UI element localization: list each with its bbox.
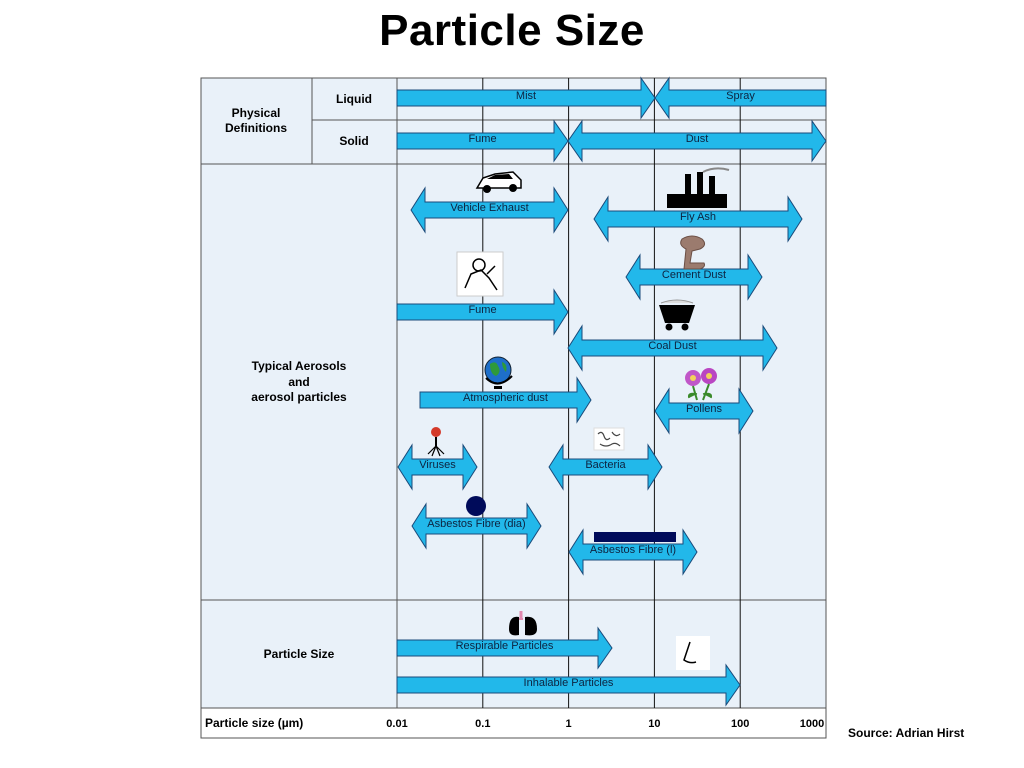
aerosol-arrow-viruses-label: Viruses xyxy=(419,459,456,471)
aerosol-arrow-pollens-shape xyxy=(654,387,754,435)
particle-class-arrow-respirable-particles-shape xyxy=(396,626,613,670)
axis-panel xyxy=(200,707,827,739)
axis-tick-label: 1000 xyxy=(800,718,824,730)
definition-arrow-fume-shape xyxy=(396,119,569,163)
solid-label: Solid xyxy=(339,134,368,148)
aerosol-arrow-vehicle-exhaust: Vehicle Exhaust xyxy=(410,186,569,234)
aerosol-arrow-asbestos-fibre-l-label: Asbestos Fibre (l) xyxy=(590,544,676,556)
virus-icon xyxy=(427,427,445,457)
aerosol-arrow-fume-label: Fume xyxy=(468,304,496,316)
aerosol-arrow-fume: Fume xyxy=(396,288,569,336)
page-title: Particle Size xyxy=(379,6,645,55)
definition-arrow-mist: Mist xyxy=(396,76,656,120)
axis-tick-label: 100 xyxy=(731,718,749,730)
coal-cart-icon xyxy=(659,299,695,331)
aerosol-arrow-vehicle-exhaust-label: Vehicle Exhaust xyxy=(450,202,528,214)
axis-tick-label: 0.01 xyxy=(386,718,407,730)
definition-arrow-dust-label: Dust xyxy=(686,133,709,145)
particle-class-arrow-inhalable-particles-label: Inhalable Particles xyxy=(524,677,614,689)
aerosol-arrow-coal-dust-label: Coal Dust xyxy=(648,340,696,352)
aerosol-arrow-atmospheric-dust-shape xyxy=(419,376,592,424)
aerosol-arrow-coal-dust-shape xyxy=(567,324,778,372)
aerosol-arrow-atmospheric-dust-label: Atmospheric dust xyxy=(463,392,548,404)
factory-icon xyxy=(667,167,730,208)
aerosol-arrow-viruses: Viruses xyxy=(397,443,478,491)
aerosol-arrow-fume-shape xyxy=(396,288,569,336)
particle-class-arrow-respirable-particles-label: Respirable Particles xyxy=(456,640,554,652)
axis-tick-label: 0.1 xyxy=(475,718,490,730)
definition-arrow-mist-shape xyxy=(396,76,656,120)
definition-arrow-spray-shape xyxy=(654,76,827,120)
axis-tick-label: 1 xyxy=(566,718,572,730)
fibre-bar-icon xyxy=(594,532,676,542)
aerosol-arrow-vehicle-exhaust-shape xyxy=(410,186,569,234)
aerosol-arrow-pollens: Pollens xyxy=(654,387,754,435)
fibre-dot-icon xyxy=(466,496,486,516)
aerosol-arrow-pollens-label: Pollens xyxy=(686,403,723,415)
definition-arrow-spray-label: Spray xyxy=(726,90,755,102)
aerosol-arrow-asbestos-fibre-l-shape xyxy=(568,528,698,576)
particle-class-arrow-inhalable-particles-shape xyxy=(396,663,741,707)
globe-icon xyxy=(484,356,513,389)
aerosol-arrow-bacteria: Bacteria xyxy=(548,443,663,491)
nose-icon xyxy=(676,636,710,670)
aerosol-arrow-fly-ash: Fly Ash xyxy=(593,195,803,243)
aerosol-arrow-cement-dust-shape xyxy=(625,253,763,301)
definition-arrow-dust: Dust xyxy=(567,119,827,163)
particle-size-section-label: Particle Size xyxy=(264,647,335,661)
definition-arrow-spray: Spray xyxy=(654,76,827,120)
lungs-icon xyxy=(509,611,537,636)
axis-label: Particle size (µm) xyxy=(205,716,303,730)
definition-arrow-fume: Fume xyxy=(396,119,569,163)
definition-arrow-dust-shape xyxy=(567,119,827,163)
aerosol-arrow-asbestos-fibre-dia-label: Asbestos Fibre (dia) xyxy=(427,518,525,530)
welder-icon xyxy=(456,251,504,297)
aerosol-arrow-asbestos-fibre-l: Asbestos Fibre (l) xyxy=(568,528,698,576)
aerosol-arrow-atmospheric-dust: Atmospheric dust xyxy=(419,376,592,424)
car-icon xyxy=(475,171,522,193)
liquid-label: Liquid xyxy=(336,92,372,106)
aerosol-arrow-bacteria-shape xyxy=(548,443,663,491)
particle-class-arrow-inhalable-particles: Inhalable Particles xyxy=(396,663,741,707)
aerosol-arrow-coal-dust: Coal Dust xyxy=(567,324,778,372)
source-credit: Source: Adrian Hirst xyxy=(848,726,965,740)
bacteria-icon xyxy=(593,427,625,451)
aerosol-arrow-bacteria-label: Bacteria xyxy=(585,459,626,471)
axis-tick-label: 10 xyxy=(648,718,660,730)
definition-arrow-mist-label: Mist xyxy=(516,90,536,102)
aerosol-arrow-cement-dust-label: Cement Dust xyxy=(662,269,726,281)
aerosol-arrow-viruses-shape xyxy=(397,443,478,491)
cement-icon xyxy=(680,235,706,270)
aerosol-arrow-asbestos-fibre-dia: Asbestos Fibre (dia) xyxy=(411,502,542,550)
aerosol-arrow-fly-ash-shape xyxy=(593,195,803,243)
definition-arrow-fume-label: Fume xyxy=(468,133,496,145)
aerosol-arrow-cement-dust: Cement Dust xyxy=(625,253,763,301)
aerosol-arrow-asbestos-fibre-dia-shape xyxy=(411,502,542,550)
aerosol-arrow-fly-ash-label: Fly Ash xyxy=(680,211,716,223)
flower-icon xyxy=(685,368,717,401)
particle-class-arrow-respirable-particles: Respirable Particles xyxy=(396,626,613,670)
